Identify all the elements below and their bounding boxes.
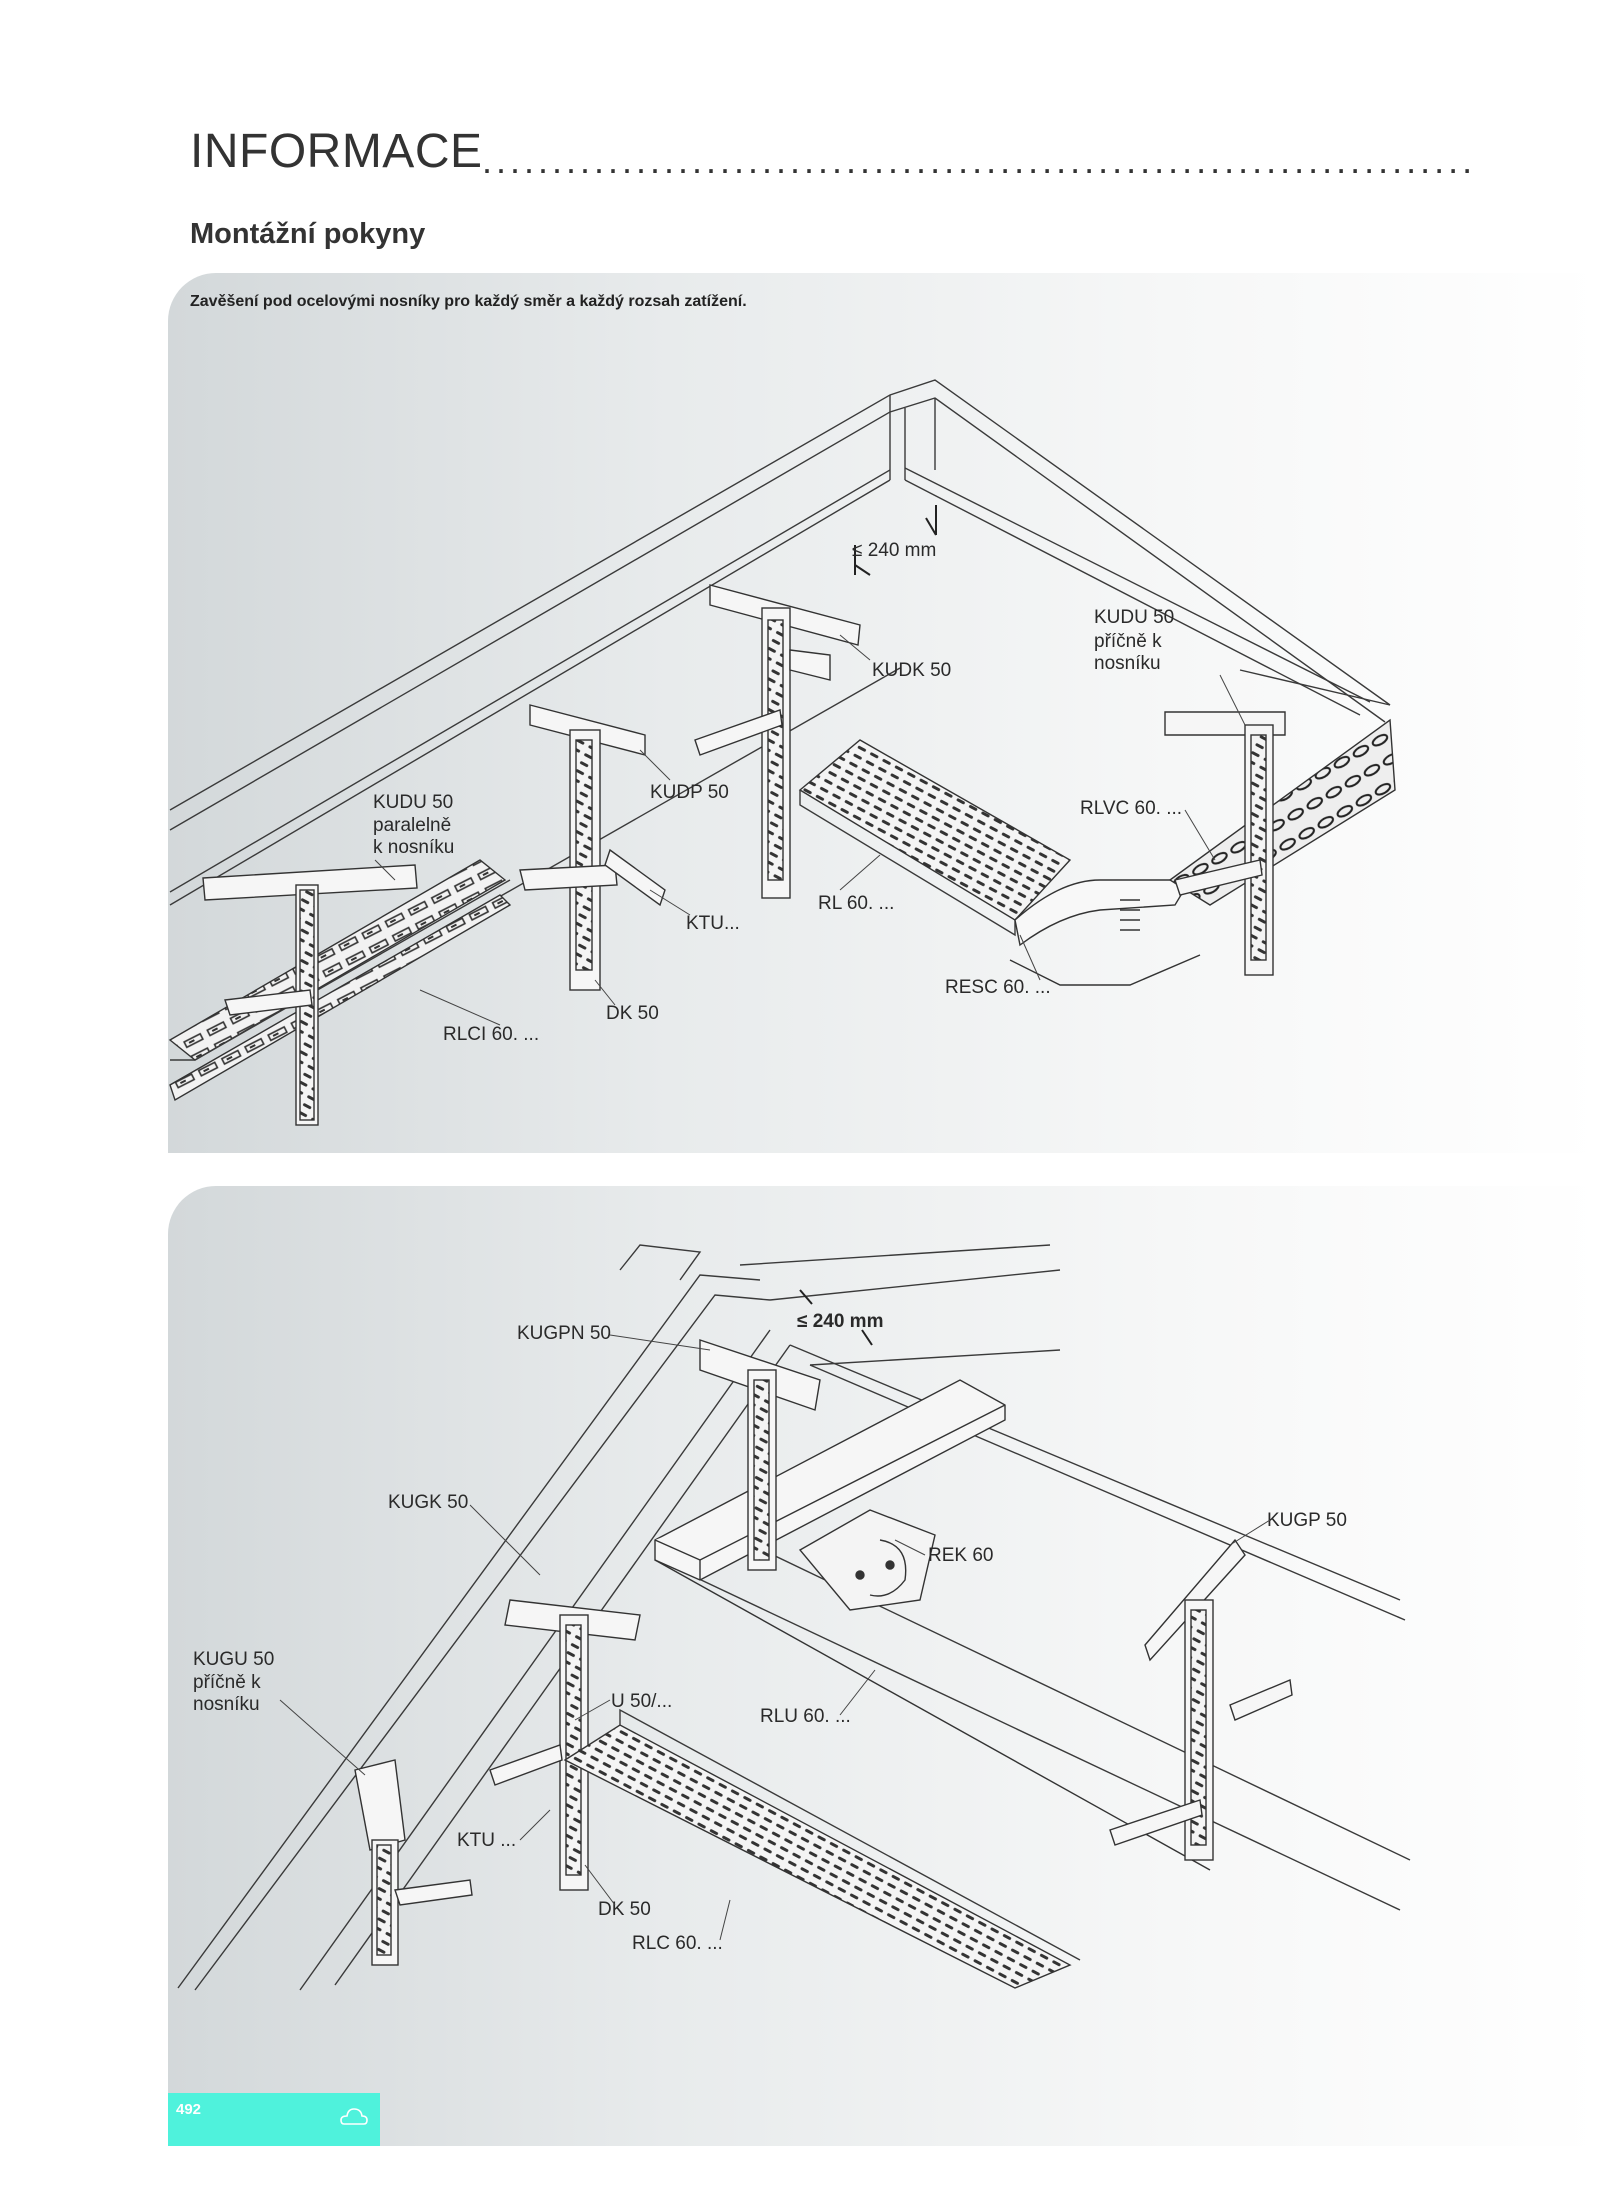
dimension-marker-bottom bbox=[799, 1289, 873, 1346]
label-kudu-parallel-3: k nosníku bbox=[373, 837, 454, 858]
figure1-drawing bbox=[168, 379, 1396, 1126]
hanger-kudp bbox=[519, 704, 666, 991]
hanger-kugpn bbox=[699, 1339, 821, 1571]
label-kugk: KUGK 50 bbox=[388, 1492, 468, 1513]
label-kudu-parallel-2: paralelně bbox=[373, 815, 451, 836]
label-dk-bottom: DK 50 bbox=[598, 1899, 651, 1920]
tray-bend-resc bbox=[1009, 879, 1201, 986]
figure1-labels: ≤ 240 mm KUDK 50 KUDU 50 příčně k nosník… bbox=[373, 540, 1182, 1045]
perforated-tray-rl bbox=[798, 739, 1072, 921]
header-dotted-leader: ........................................… bbox=[482, 140, 1477, 180]
dimension-label-top: ≤ 240 mm bbox=[852, 540, 936, 561]
label-kugu-1: KUGU 50 bbox=[193, 1649, 274, 1670]
label-kugpn: KUGPN 50 bbox=[517, 1323, 611, 1344]
page-number-tab: 492 bbox=[168, 2093, 380, 2146]
figure-panel-top bbox=[168, 273, 1600, 1153]
label-dk: DK 50 bbox=[606, 1003, 659, 1024]
label-kudu-cross-1: KUDU 50 bbox=[1094, 607, 1174, 628]
label-kudu-cross-2: příčně k bbox=[1094, 631, 1162, 652]
label-rlci: RLCI 60. ... bbox=[443, 1024, 539, 1045]
label-resc: RESC 60. ... bbox=[945, 977, 1051, 998]
label-kudk: KUDK 50 bbox=[872, 660, 951, 681]
dimension-label-bottom: ≤ 240 mm bbox=[797, 1311, 883, 1332]
label-rlu: RLU 60. ... bbox=[760, 1706, 851, 1727]
figure2-labels: ≤ 240 mm KUGPN 50 KUGK 50 KUGP 50 REK 60… bbox=[193, 1311, 1347, 1954]
page-header-title: INFORMACE bbox=[190, 125, 483, 178]
figure-caption: Zavěšení pod ocelovými nosníky pro každý… bbox=[190, 293, 747, 310]
label-rlvc: RLVC 60. ... bbox=[1080, 798, 1182, 819]
label-rlc: RLC 60. ... bbox=[632, 1933, 723, 1954]
channel-tray-rlu bbox=[654, 1379, 1211, 1871]
hanger-kugp bbox=[1109, 1538, 1293, 1861]
label-ktu-bottom: KTU ... bbox=[457, 1830, 516, 1851]
page-number: 492 bbox=[176, 2101, 202, 2118]
mesh-tray-rlvc bbox=[1168, 718, 1396, 906]
hanger-kudu-parallel bbox=[202, 864, 418, 1126]
dimension-marker-top bbox=[854, 505, 937, 576]
perforated-tray-rlc bbox=[563, 1724, 1072, 1989]
label-kugu-2: příčně k bbox=[193, 1672, 261, 1693]
hanger-kudk bbox=[694, 584, 861, 899]
label-kugu-3: nosníku bbox=[193, 1694, 260, 1715]
end-cap-rek bbox=[798, 1509, 936, 1611]
label-u50: U 50/... bbox=[611, 1691, 672, 1712]
figure2-leader-lines bbox=[279, 1334, 1271, 1941]
section-title: Montážní pokyny bbox=[190, 218, 426, 250]
label-kudu-cross-3: nosníku bbox=[1094, 653, 1161, 674]
label-rek: REK 60 bbox=[928, 1545, 993, 1566]
cloud-outline-icon bbox=[340, 2108, 368, 2125]
steel-beam-sloped bbox=[177, 1244, 1411, 1991]
figure1-leader-lines bbox=[374, 634, 1246, 1026]
figure2-drawing bbox=[177, 1244, 1411, 1991]
label-ktu: KTU... bbox=[686, 913, 740, 934]
label-kudu-parallel-1: KUDU 50 bbox=[373, 792, 453, 813]
hanger-kugu bbox=[354, 1759, 473, 1966]
label-kugp: KUGP 50 bbox=[1267, 1510, 1347, 1531]
hanger-kudu-cross bbox=[1164, 711, 1286, 976]
label-rl: RL 60. ... bbox=[818, 893, 894, 914]
label-kudp: KUDP 50 bbox=[650, 782, 729, 803]
